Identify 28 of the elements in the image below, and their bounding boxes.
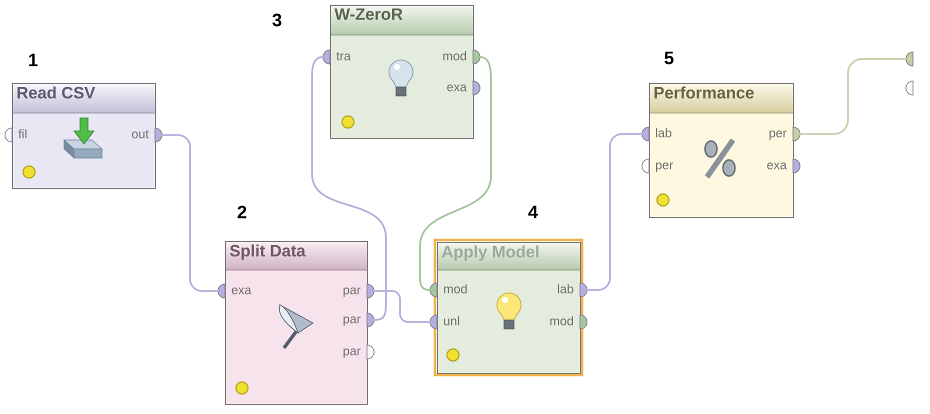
node-label: per [770, 130, 787, 140]
node-label: par [344, 288, 361, 297]
connector-line [161, 134, 219, 292]
connector-line [586, 133, 643, 291]
node-label: out [132, 130, 149, 138]
node-label: fil [18, 129, 26, 138]
step-number: 4 [528, 206, 538, 218]
node-label: exa [447, 84, 467, 92]
node-label: unl [444, 316, 460, 326]
port [906, 52, 914, 66]
node-label: mod [550, 316, 573, 326]
connector-line [373, 290, 431, 323]
node-label: per [656, 162, 674, 172]
node-label: exa [767, 162, 787, 170]
node-label: lab [656, 128, 672, 138]
connector-line [799, 58, 906, 135]
node-label: par [344, 348, 361, 358]
node-label: mod [443, 51, 466, 60]
step-number: 5 [664, 52, 674, 64]
node-label: par [344, 316, 361, 326]
node-label: mod [444, 284, 467, 294]
node-label: exa [232, 288, 252, 294]
step-number: 2 [238, 206, 246, 218]
step-number: 3 [272, 14, 282, 26]
step-number: 1 [29, 54, 38, 66]
node-label: tra [336, 52, 351, 60]
node-label: lab [558, 284, 574, 294]
port [906, 80, 914, 96]
